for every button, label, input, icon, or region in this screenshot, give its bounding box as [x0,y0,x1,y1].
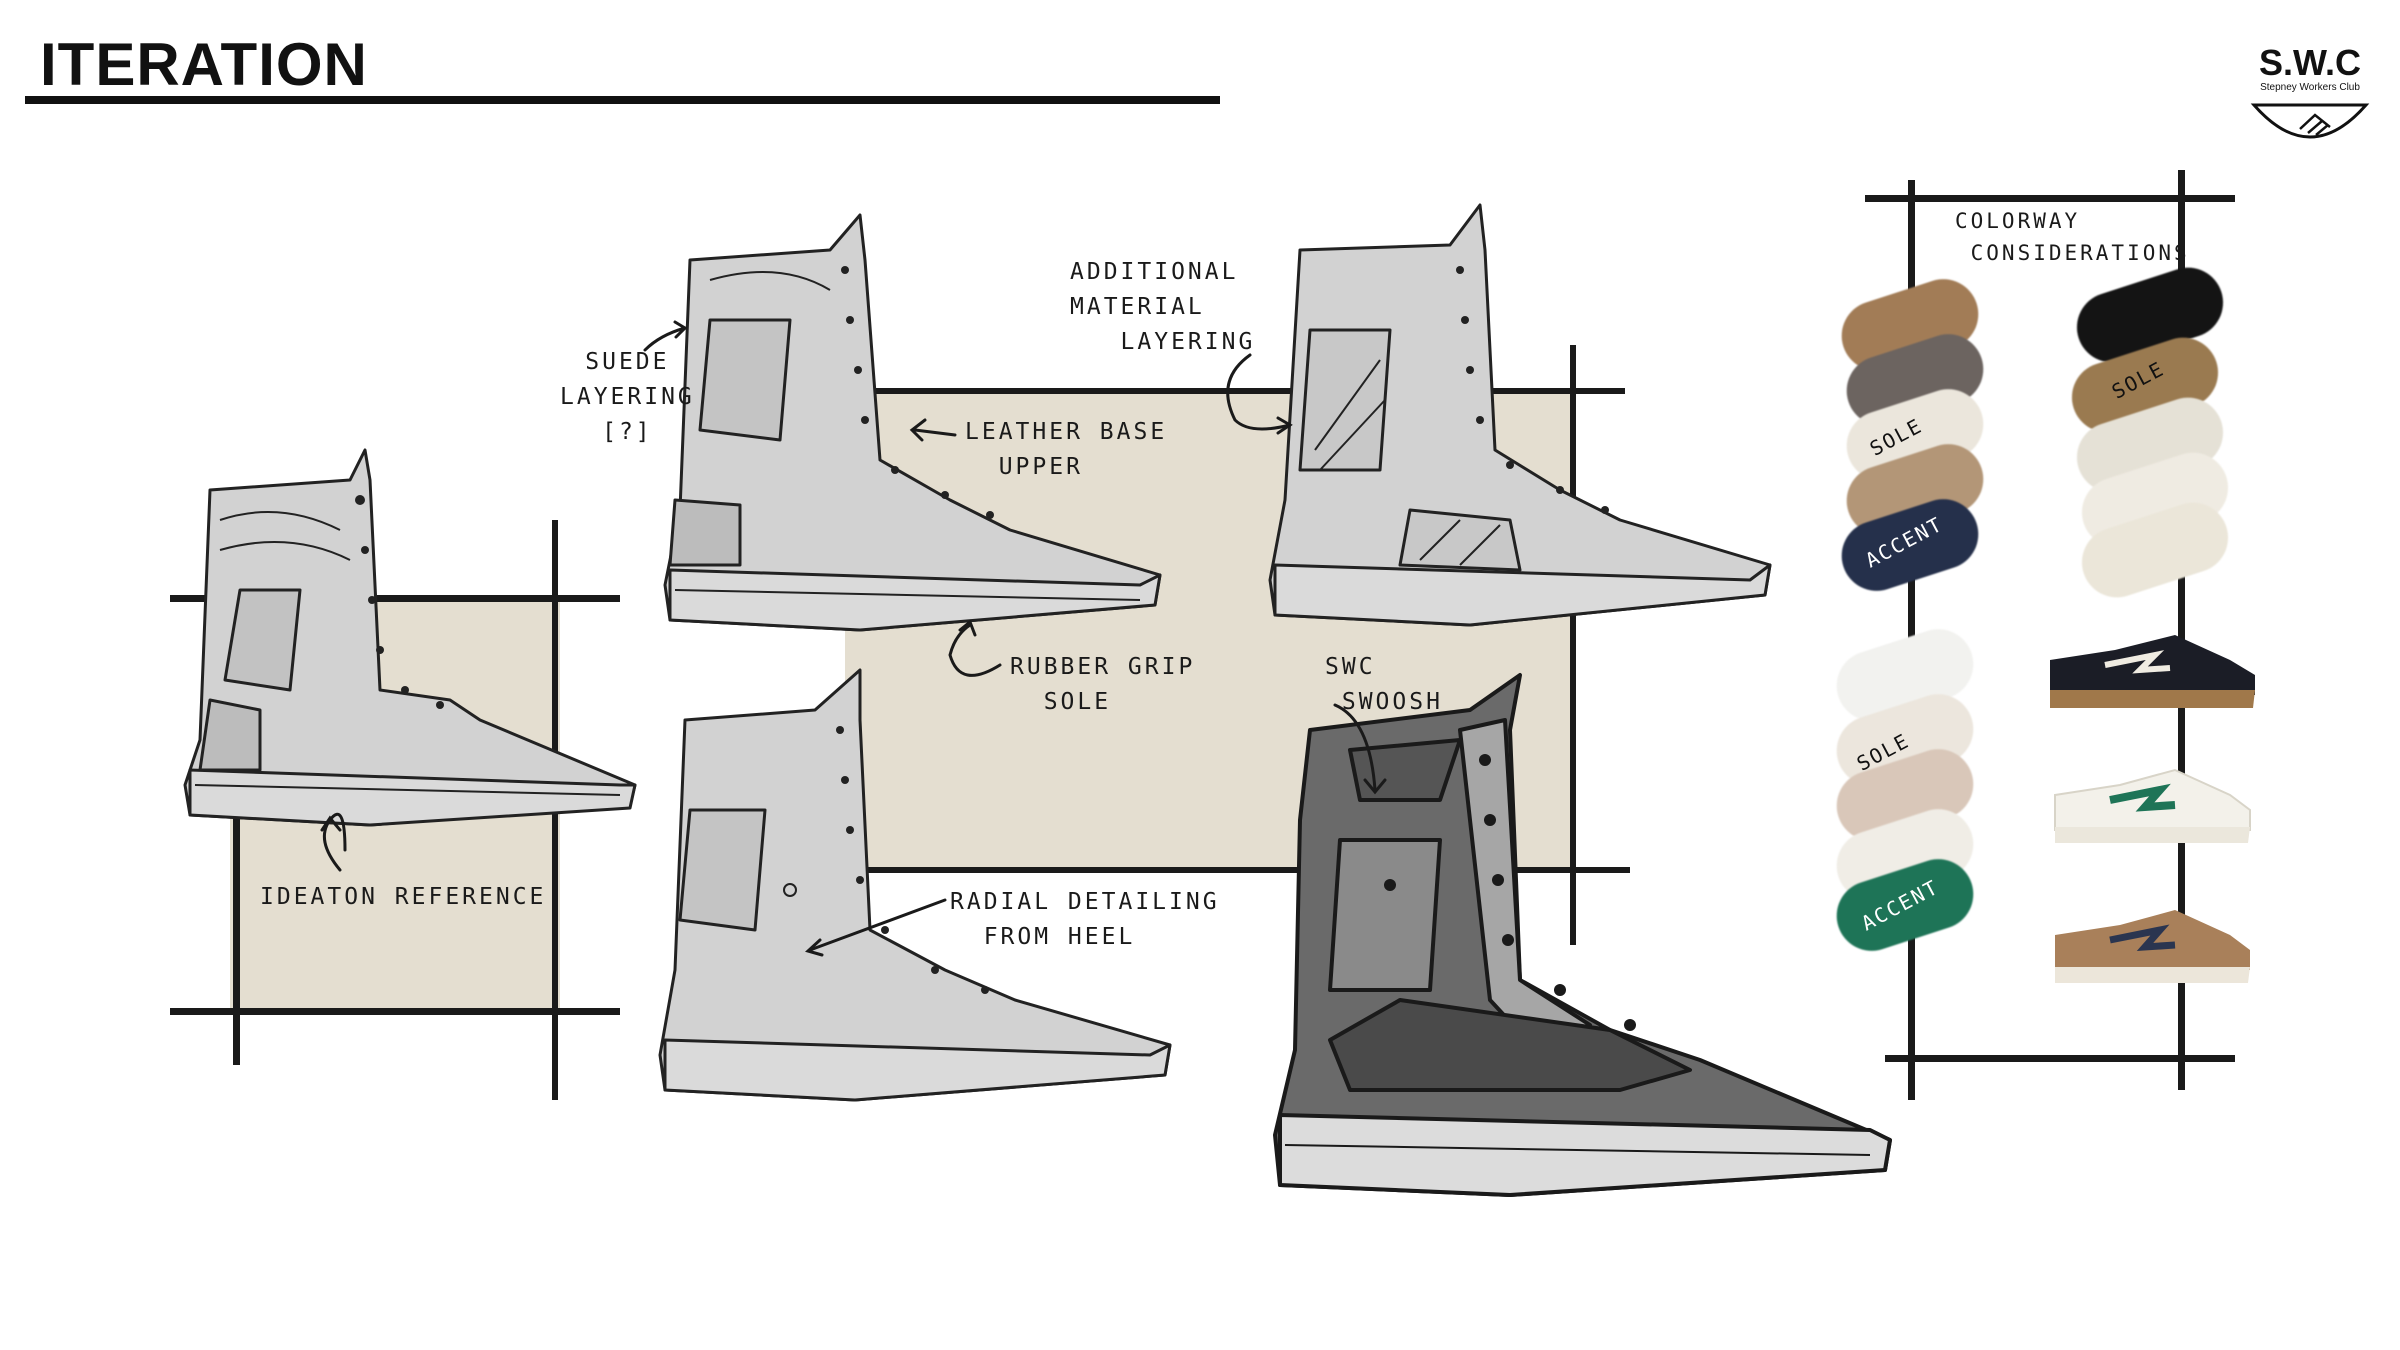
frame-line [170,595,620,602]
title-underline [25,96,1220,104]
annotation-additional-material: ADDITIONAL MATERIAL LAYERING [1070,259,1256,355]
page-title: ITERATION [40,31,368,98]
handshake-icon [2250,103,2370,139]
annotation-leather-base: LEATHER BASE UPPER [965,419,1168,480]
annotation-swc-swoosh: SWC SWOOSH [1325,654,1443,715]
annotation-radial-detailing: RADIAL DETAILING FROM HEEL [950,889,1220,950]
sneaker-tan [2055,910,2250,983]
boot-sketch-top-right [1268,203,1772,627]
annotation-rubber-grip: RUBBER GRIP SOLE [1010,654,1196,715]
annotation-suede-layering: SUEDE LAYERING [?] [560,349,695,445]
frame-line [845,388,1625,394]
boot-sketch-ideation [183,448,637,827]
sneaker-black [2050,635,2255,708]
frame-line [170,1008,620,1015]
frame-line [840,867,1630,873]
annotation-ideation-reference: IDEATON REFERENCE [260,884,547,910]
frame-line [2178,170,2185,1090]
swc-logo: S.W.C Stepney Workers Club [2240,42,2380,152]
frame-line [1865,195,2235,202]
frame-line [1570,345,1576,945]
boot-sketch-bottom-center [658,668,1172,1102]
boot-sketch-top-center [663,213,1162,632]
logo-mark: S.W.C [2258,42,2361,83]
colorway-title: COLORWAY CONSIDERATIONS [1955,209,2190,265]
boot-render-dark [1273,673,1892,1197]
frame-line [1885,1055,2235,1062]
sneaker-white-green [2054,768,2251,843]
logo-name: Stepney Workers Club [2260,82,2360,93]
